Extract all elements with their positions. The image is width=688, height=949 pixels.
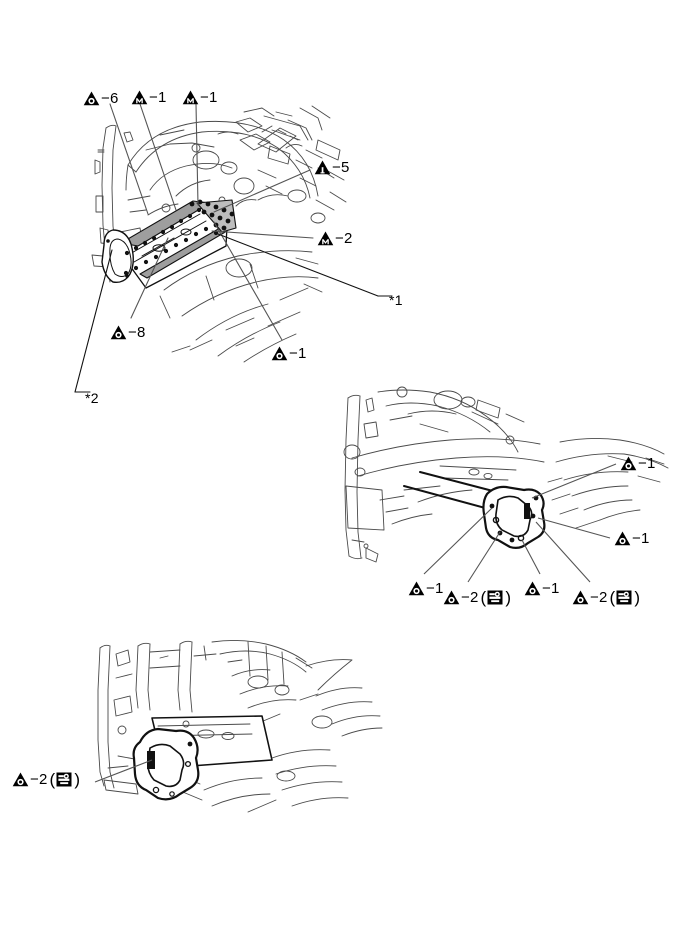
callout-d3: −1 [408,581,444,596]
triangle-ring-icon [614,531,631,546]
callout-number: −2 [335,230,353,247]
callout-c1: −6 [83,91,119,106]
leader-line [213,221,283,341]
triangle-ring-icon [572,590,589,605]
callout-d6: −2() [572,589,640,606]
reference-mark-s1: *1 [389,292,403,308]
callout-number: −1 [149,89,167,106]
callout-d4: −2() [443,589,511,606]
leader-line [130,237,169,319]
callout-c6: −8 [110,325,146,340]
triangle-ring-icon [408,581,425,596]
triangle-bar-icon [314,160,331,175]
callout-number: −2 [590,589,608,606]
callout-d5: −1 [524,581,560,596]
callout-number: −2 [30,771,48,788]
callout-c2: −1 [131,90,167,105]
triangle-m-icon [131,90,148,105]
leader-line [211,230,314,239]
paren-close: ) [634,588,641,607]
leader-line [109,103,149,215]
paren-open: ( [49,770,56,789]
triangle-ring-icon [110,325,127,340]
triangle-ring-icon [12,772,29,787]
triangle-m-icon [182,90,199,105]
triangle-m-icon [317,231,334,246]
paren-open: ( [480,588,487,607]
leader-line [139,103,177,211]
callout-c7: −1 [271,346,307,361]
callout-number: −1 [632,530,650,547]
paren-close: ) [74,770,81,789]
leader-line [195,103,199,206]
leader-line [537,517,611,539]
sealant-applicator-icon [616,590,632,605]
triangle-ring-icon [524,581,541,596]
triangle-ring-icon [443,590,460,605]
sealant-applicator-icon [487,590,503,605]
leader-line-star2 [74,249,113,393]
callout-number: −6 [101,90,119,107]
callout-number: −1 [289,345,307,362]
leader-line [531,463,617,499]
leader-line [213,169,311,213]
paren-close: ) [505,588,512,607]
callout-c3: −1 [182,90,218,105]
leader-line [521,539,541,575]
callout-number: −2 [461,589,479,606]
callout-number: −5 [332,159,350,176]
leader-line-star1 [217,233,379,297]
leader-line [535,521,591,583]
leader-line [94,759,153,783]
callout-number: −1 [542,580,560,597]
sealant-applicator-icon [56,772,72,787]
callout-c5: −2 [317,231,353,246]
callout-number: −8 [128,324,146,341]
triangle-ring-icon [271,346,288,361]
leader-line [423,507,493,575]
callout-number: −1 [200,89,218,106]
callout-number: −1 [638,455,656,472]
triangle-ring-icon [83,91,100,106]
paren-open: ( [609,588,616,607]
leader-line [467,531,501,583]
callout-c4: −5 [314,160,350,175]
triangle-ring-icon [620,456,637,471]
callout-number: −1 [426,580,444,597]
reference-mark-s2: *2 [85,390,99,406]
callout-e1: −2() [12,771,80,788]
callout-d2: −1 [614,531,650,546]
callout-d1: −1 [620,456,656,471]
